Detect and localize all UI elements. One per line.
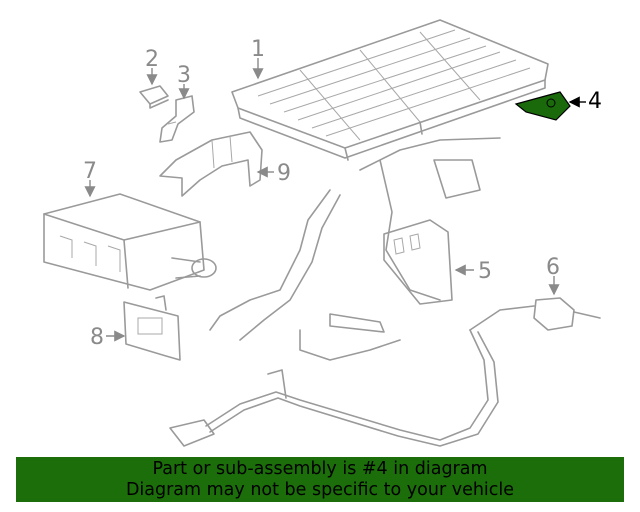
callout-4: 4 <box>588 89 602 114</box>
callout-6: 6 <box>546 255 560 280</box>
charging-cable-part <box>169 297 601 447</box>
callout-5: 5 <box>478 259 492 284</box>
callout-1: 1 <box>251 37 265 62</box>
plate-bracket-part <box>123 295 181 361</box>
parts-diagram: 1 2 3 4 5 6 7 8 9 <box>43 19 602 447</box>
callout-7: 7 <box>83 159 97 184</box>
control-module-part <box>43 193 217 291</box>
callout-8: 8 <box>90 325 104 350</box>
banner-line-disclaimer: Diagram may not be specific to your vehi… <box>125 479 515 500</box>
info-banner: Part or sub-assembly is #4 in diagram Di… <box>16 457 624 502</box>
wiring-harness-part <box>209 137 501 361</box>
mount-bracket-part <box>159 95 195 143</box>
banner-line-part: Part or sub-assembly is #4 in diagram <box>152 458 488 479</box>
highlighted-part-4 <box>514 91 571 121</box>
callout-3: 3 <box>177 63 191 88</box>
battery-tray-part <box>231 19 549 161</box>
callout-2: 2 <box>145 47 159 72</box>
small-bracket-part <box>139 85 169 109</box>
support-bracket-part <box>159 131 263 197</box>
callout-9: 9 <box>277 161 291 186</box>
